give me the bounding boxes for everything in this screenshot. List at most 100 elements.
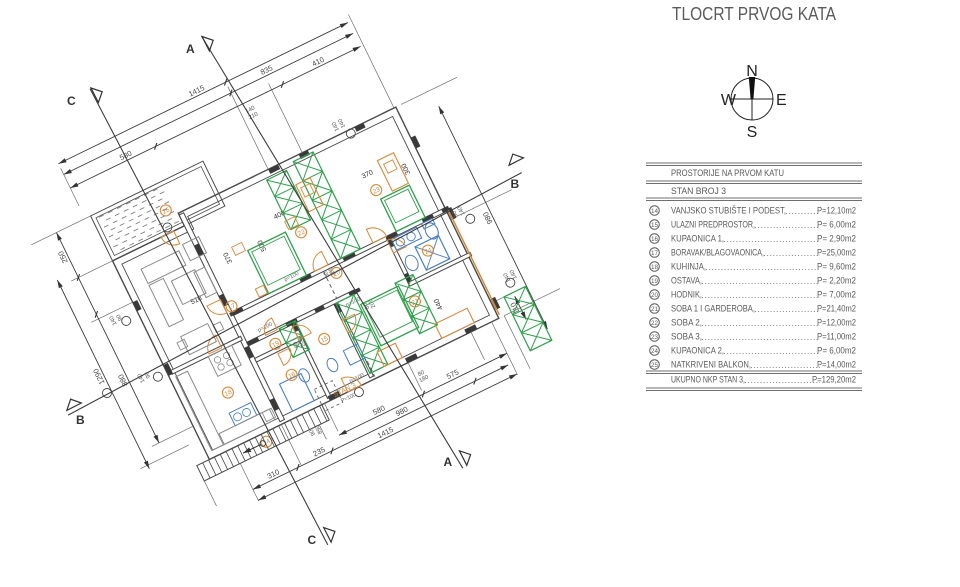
svg-text:17: 17 <box>227 302 237 312</box>
svg-text:90: 90 <box>451 209 459 217</box>
svg-text:23: 23 <box>372 186 382 196</box>
svg-text:C: C <box>308 533 317 547</box>
svg-text:NATKRIVENI BALKON,: NATKRIVENI BALKON, <box>671 360 751 370</box>
svg-text:205: 205 <box>297 336 307 347</box>
svg-text:15: 15 <box>320 335 330 345</box>
svg-text:E: E <box>776 92 787 109</box>
svg-text:KUHINJA,: KUHINJA, <box>671 262 706 272</box>
svg-text:KUPAONICA 2,: KUPAONICA 2, <box>671 346 724 356</box>
svg-text:P=12,00m2: P=12,00m2 <box>817 318 856 328</box>
svg-text:20: 20 <box>651 292 659 299</box>
svg-text:24: 24 <box>651 348 659 355</box>
svg-text:980: 980 <box>481 210 495 225</box>
svg-text:19: 19 <box>651 278 659 285</box>
svg-text:310: 310 <box>266 467 281 481</box>
svg-text:235: 235 <box>311 445 326 459</box>
svg-text:B: B <box>76 413 85 427</box>
svg-text:25: 25 <box>651 362 659 369</box>
svg-text:210: 210 <box>248 112 259 122</box>
svg-text:140: 140 <box>245 105 256 115</box>
svg-text:250: 250 <box>56 250 70 265</box>
svg-text:140: 140 <box>338 117 348 128</box>
svg-text:140: 140 <box>109 315 119 326</box>
svg-text:P=14,00m2: P=14,00m2 <box>817 360 856 370</box>
svg-text:80: 80 <box>417 370 425 378</box>
svg-text:370: 370 <box>223 251 234 265</box>
svg-text:HODNIK,: HODNIK, <box>671 290 702 300</box>
svg-text:15: 15 <box>651 222 659 229</box>
svg-text:A: A <box>186 42 195 56</box>
svg-text:80: 80 <box>363 302 371 310</box>
svg-text:W: W <box>721 92 737 109</box>
svg-text:25: 25 <box>161 206 171 216</box>
svg-text:90: 90 <box>309 428 317 436</box>
svg-text:SOBA 3,: SOBA 3, <box>671 332 702 342</box>
svg-text:580: 580 <box>118 149 133 163</box>
svg-text:14: 14 <box>651 208 659 215</box>
svg-text:VANJSKO STUBIŠTE I PODEST,: VANJSKO STUBIŠTE I PODEST, <box>671 206 786 216</box>
svg-text:P=21,40m2: P=21,40m2 <box>817 304 856 314</box>
svg-text:P= 6,00m2: P= 6,00m2 <box>817 346 856 356</box>
svg-text:980: 980 <box>394 405 409 419</box>
svg-text:18: 18 <box>651 264 659 271</box>
svg-text:BORAVAK/BLAGOVAONICA,: BORAVAK/BLAGOVAONICA, <box>671 248 764 258</box>
svg-text:14: 14 <box>262 438 272 448</box>
svg-text:205: 205 <box>368 298 378 309</box>
svg-text:140: 140 <box>509 269 519 280</box>
svg-text:SOBA 2,: SOBA 2, <box>671 318 702 328</box>
svg-text:20: 20 <box>332 269 342 279</box>
svg-text:N: N <box>746 63 758 80</box>
svg-text:16: 16 <box>287 371 297 381</box>
svg-text:140: 140 <box>457 205 467 216</box>
svg-text:575: 575 <box>445 367 460 381</box>
svg-text:140: 140 <box>503 272 513 283</box>
svg-text:90: 90 <box>116 313 124 321</box>
svg-text:80: 80 <box>293 340 301 348</box>
svg-text:STAN BROJ 3: STAN BROJ 3 <box>671 186 726 197</box>
svg-text:OSTAVA,: OSTAVA, <box>671 276 702 286</box>
svg-text:A: A <box>444 455 453 469</box>
svg-text:400: 400 <box>273 210 287 221</box>
svg-text:23: 23 <box>651 334 659 341</box>
svg-text:19: 19 <box>271 340 281 350</box>
svg-text:205: 205 <box>328 266 338 277</box>
svg-text:16: 16 <box>651 236 659 243</box>
svg-text:24: 24 <box>424 246 434 256</box>
svg-text:140: 140 <box>137 372 147 383</box>
svg-text:22: 22 <box>297 228 307 238</box>
svg-text:P=25,00m2: P=25,00m2 <box>817 248 856 258</box>
svg-text:P= 6,00m2: P= 6,00m2 <box>817 220 856 230</box>
svg-text:S: S <box>747 124 758 141</box>
svg-text:P= 2,90m2: P= 2,90m2 <box>817 234 856 244</box>
svg-text:P=129,20m2: P=129,20m2 <box>812 375 856 385</box>
svg-text:P= 2,20m2: P= 2,20m2 <box>817 276 856 286</box>
svg-text:P=11,00m2: P=11,00m2 <box>817 332 856 342</box>
svg-text:C: C <box>67 94 76 108</box>
svg-text:890: 890 <box>314 424 324 435</box>
svg-text:510: 510 <box>190 295 204 306</box>
svg-text:21: 21 <box>411 297 421 307</box>
svg-text:TLOCRT PRVOG KATA: TLOCRT PRVOG KATA <box>672 3 837 24</box>
svg-text:180: 180 <box>418 375 429 385</box>
svg-text:18: 18 <box>224 389 234 399</box>
svg-text:90: 90 <box>144 371 152 379</box>
svg-text:440: 440 <box>433 297 444 311</box>
svg-text:21: 21 <box>651 306 659 313</box>
svg-text:P=12,10m2: P=12,10m2 <box>817 206 856 216</box>
svg-text:22: 22 <box>651 320 659 327</box>
svg-text:580: 580 <box>371 403 386 417</box>
svg-text:140: 140 <box>331 121 341 132</box>
svg-text:500: 500 <box>257 239 268 253</box>
svg-text:B: B <box>511 177 520 191</box>
svg-text:ULAZNI PREDPROSTOR,: ULAZNI PREDPROSTOR, <box>671 220 755 230</box>
svg-text:P= 9,60m2: P= 9,60m2 <box>817 262 856 272</box>
svg-text:P= 7,00m2: P= 7,00m2 <box>817 290 856 300</box>
svg-text:17: 17 <box>651 250 659 257</box>
svg-text:370: 370 <box>361 169 375 180</box>
svg-text:300: 300 <box>401 162 412 176</box>
svg-text:PROSTORIJE NA PRVOM KATU: PROSTORIJE NA PRVOM KATU <box>671 168 784 179</box>
svg-text:410: 410 <box>310 55 325 69</box>
svg-text:KUPAONICA 1,: KUPAONICA 1, <box>671 234 724 244</box>
svg-text:SOBA 1 I GARDEROBA,: SOBA 1 I GARDEROBA, <box>671 304 755 314</box>
svg-text:UKUPNO NKP STAN 3,: UKUPNO NKP STAN 3, <box>671 375 745 385</box>
